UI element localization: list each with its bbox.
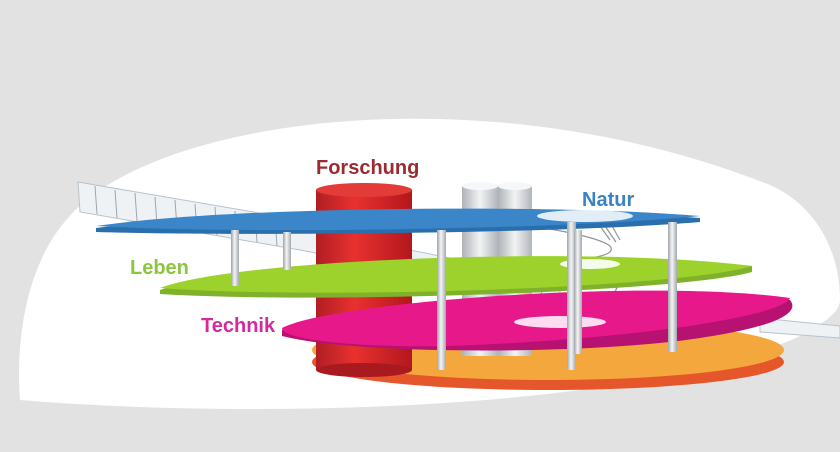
label-forschung: Forschung <box>316 157 419 179</box>
pillars <box>231 222 677 370</box>
leben-floor <box>160 256 752 298</box>
label-technik: Technik <box>201 315 276 337</box>
label-natur: Natur <box>582 189 634 211</box>
label-leben: Leben <box>130 257 189 279</box>
natur-floor <box>96 208 700 234</box>
technik-floor <box>282 290 793 351</box>
